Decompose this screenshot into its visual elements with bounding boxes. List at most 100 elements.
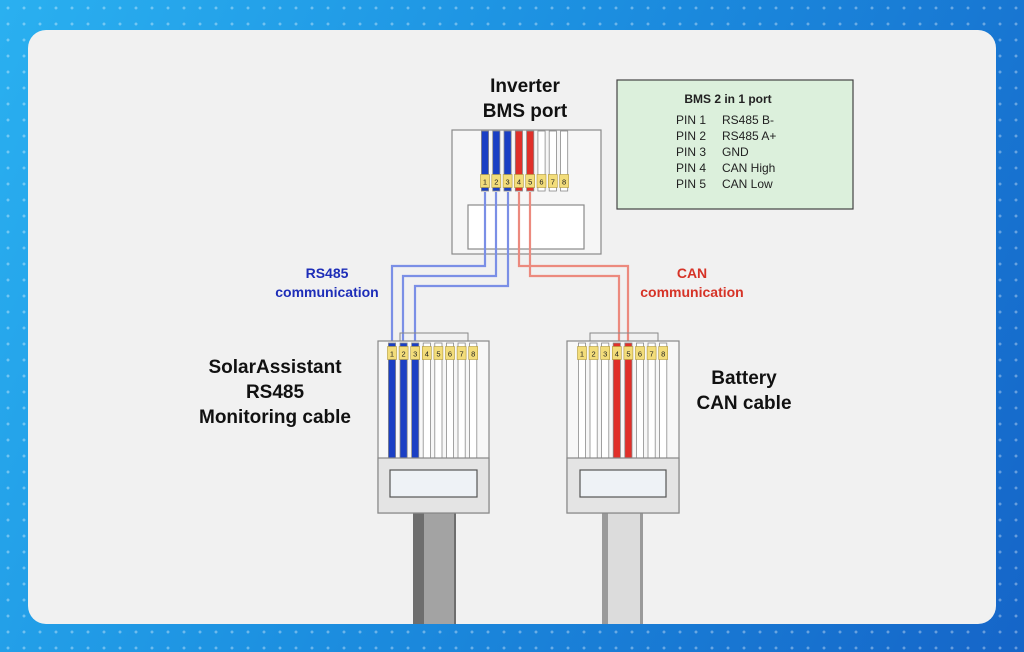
battery-plug-latch xyxy=(579,469,667,498)
inverter-port-pin-2-wire xyxy=(492,130,501,192)
monitoring-plug-pin-5-wire xyxy=(434,342,443,459)
rs485-trace-3 xyxy=(413,192,510,343)
pin-legend: BMS 2 in 1 port PIN 1 RS485 B- PIN 2 RS4… xyxy=(616,79,854,210)
battery-plug-pin-7-wire xyxy=(647,342,656,459)
monitoring-plug-pin-4-contact xyxy=(421,346,432,360)
legend-pin-3: PIN 3 xyxy=(676,145,706,159)
inverter-port-pin-3-wire xyxy=(503,130,512,192)
battery-plug-pin-1-contact xyxy=(577,346,587,360)
monitoring-plug-pin-2-wire xyxy=(399,342,408,459)
can-trace-2 xyxy=(528,192,621,343)
battery-plug-pin-2-wire xyxy=(589,342,598,459)
monitoring-plug-pin-1-contact xyxy=(387,346,397,360)
monitoring-plug-pin-6-contact xyxy=(445,346,455,360)
monitoring-plug-latch xyxy=(389,469,478,498)
legend-signal-4: CAN High xyxy=(722,161,775,175)
monitoring-plug-pin-4-wire xyxy=(422,342,431,459)
battery-plug-pin-3-wire xyxy=(601,342,610,459)
monitoring-plug-pin-7-contact xyxy=(456,346,467,360)
inverter-port-pin-7-contact xyxy=(547,174,558,188)
inverter-port-pin-7-number: 7 xyxy=(551,178,555,187)
monitoring-plug-pin-3-wire xyxy=(411,342,420,459)
battery-plug-pin-8-wire xyxy=(659,342,668,459)
inverter-port-pin-2-contact xyxy=(491,174,502,188)
monitoring-plug-pin-2-number: 2 xyxy=(402,350,406,359)
rs485-label-line2: communication xyxy=(275,284,378,300)
battery-plug-pin-1-wire xyxy=(578,342,587,459)
monitoring-plug-pin-4-number: 4 xyxy=(425,350,429,359)
inverter-port-pin-4-contact xyxy=(514,174,524,188)
battery-plug-pin-6-number: 6 xyxy=(638,350,642,359)
battery-plug-pin-6-contact xyxy=(635,346,645,360)
inverter-port-pin-2-number: 2 xyxy=(494,178,498,187)
monitoring-cable-title-line1: SolarAssistant xyxy=(208,357,342,378)
legend-pin-2: PIN 2 xyxy=(676,129,706,143)
can-label-line2: communication xyxy=(640,284,743,300)
battery-plug-pin-5-wire xyxy=(624,342,633,459)
inverter-port-pin-1-wire xyxy=(480,130,489,192)
monitoring-plug-pin-5-number: 5 xyxy=(436,350,440,359)
battery-plug-pin-6-wire xyxy=(636,342,645,459)
inverter-port-pin-6-number: 6 xyxy=(539,178,543,187)
battery-cable-title-line2: CAN cable xyxy=(696,393,791,414)
battery-plug-pin-7-contact xyxy=(646,346,657,360)
battery-plug-pin-8-contact xyxy=(658,346,669,360)
monitoring-plug-pin-8-wire xyxy=(469,342,478,459)
battery-plug-pin-2-contact xyxy=(588,346,599,360)
monitoring-plug-pin-6-number: 6 xyxy=(448,350,452,359)
rs485-label-line1: RS485 xyxy=(306,265,349,281)
monitoring-plug-pin-5-contact xyxy=(433,346,444,360)
inverter-port-pin-1-number: 1 xyxy=(483,178,487,187)
can-trace-1 xyxy=(517,192,630,343)
monitoring-plug-pin-2-contact xyxy=(398,346,409,360)
monitoring-plug-pin-7-number: 7 xyxy=(460,350,464,359)
inverter-port-pin-5-contact xyxy=(525,174,536,188)
battery-plug-pin-3-number: 3 xyxy=(603,350,607,359)
battery-plug-pin-3-contact xyxy=(600,346,611,360)
battery-plug-pin-4-contact xyxy=(611,346,622,360)
inverter-port-pin-8-contact xyxy=(559,174,569,188)
battery-cable-title-line1: Battery xyxy=(711,368,777,389)
monitoring-plug-pin-6-wire xyxy=(445,342,454,459)
legend-pin-1: PIN 1 xyxy=(676,113,706,127)
rs485-trace-1 xyxy=(390,192,487,343)
legend-box xyxy=(616,79,854,210)
legend-title: BMS 2 in 1 port xyxy=(684,92,771,106)
monitoring-plug-pin-1-wire xyxy=(387,342,396,459)
battery-plug-pin-2-number: 2 xyxy=(592,350,596,359)
rs485-trace-2 xyxy=(401,192,498,343)
battery-plug-pin-8-number: 8 xyxy=(661,350,665,359)
inverter-title-line1: Inverter xyxy=(490,76,560,97)
can-label-line1: CAN xyxy=(677,265,707,281)
port-latch-window xyxy=(467,204,585,250)
legend-signal-5: CAN Low xyxy=(722,177,773,191)
inverter-port-pin-3-number: 3 xyxy=(506,178,510,187)
inverter-port-pin-7-wire xyxy=(548,130,557,192)
legend-pin-5: PIN 5 xyxy=(676,177,706,191)
inverter-port-pin-4-wire xyxy=(514,130,523,192)
legend-pin-4: PIN 4 xyxy=(676,161,706,175)
inverter-port-pin-5-number: 5 xyxy=(528,178,532,187)
monitoring-plug-pin-3-contact xyxy=(410,346,421,360)
inverter-port-pin-1-contact xyxy=(480,174,490,188)
inverter-port-pin-6-wire xyxy=(537,130,546,192)
inverter-port-pin-8-number: 8 xyxy=(562,178,566,187)
legend-signal-2: RS485 A+ xyxy=(722,129,776,143)
battery-plug-pin-5-contact xyxy=(623,346,634,360)
inverter-port-pin-3-contact xyxy=(502,174,513,188)
monitoring-cable-title-line2: RS485 xyxy=(246,382,305,403)
battery-plug-pin-4-number: 4 xyxy=(615,350,619,359)
inverter-port-pin-5-wire xyxy=(526,130,535,192)
monitoring-plug-pin-1-number: 1 xyxy=(390,350,394,359)
legend-signal-3: GND xyxy=(722,145,749,159)
battery-plug-pin-4-wire xyxy=(612,342,621,459)
inverter-port-pin-6-contact xyxy=(536,174,547,188)
monitoring-plug-pin-3-number: 3 xyxy=(413,350,417,359)
battery-plug-pin-7-number: 7 xyxy=(650,350,654,359)
inverter-port-pin-8-wire xyxy=(560,130,569,192)
monitoring-plug-pin-8-number: 8 xyxy=(471,350,475,359)
